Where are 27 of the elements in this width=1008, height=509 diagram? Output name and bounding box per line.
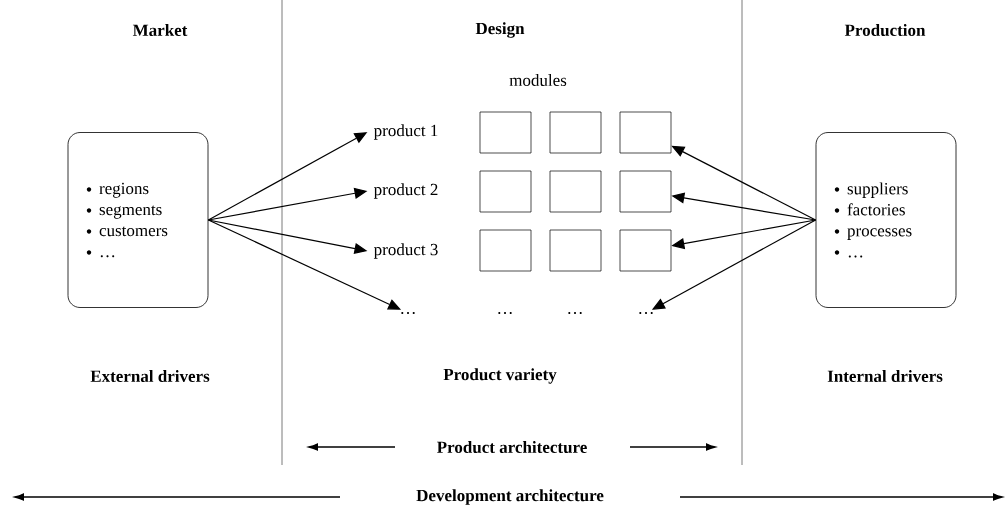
list-box: suppliers factories processes … (815, 132, 957, 308)
heading: Design (475, 22, 525, 38)
module-box (479, 111, 532, 154)
module-box (619, 229, 672, 272)
modules-label: modules (509, 74, 567, 86)
module-box (619, 111, 672, 154)
caption: External drivers (90, 370, 210, 382)
heading: Production (844, 24, 926, 36)
span-label: Product architecture (437, 441, 587, 453)
product-label: product 3 (373, 243, 438, 259)
product-label: product 1 (373, 124, 438, 140)
module-box (549, 111, 602, 154)
caption: Internal drivers (827, 370, 943, 382)
module-box (549, 229, 602, 272)
span-label: Development architecture (416, 489, 604, 505)
list-box: regions segments customers … (67, 132, 209, 308)
module-box (479, 170, 532, 213)
ellipsis: … (568, 312, 582, 314)
product-label: … (401, 312, 415, 314)
ellipsis: … (498, 312, 512, 314)
caption: Product variety (443, 368, 557, 384)
module-box (619, 170, 672, 213)
ellipsis: … (639, 312, 653, 314)
module-box (479, 229, 532, 272)
module-box (549, 170, 602, 213)
heading: Market (132, 24, 188, 36)
product-label: product 2 (373, 183, 438, 199)
